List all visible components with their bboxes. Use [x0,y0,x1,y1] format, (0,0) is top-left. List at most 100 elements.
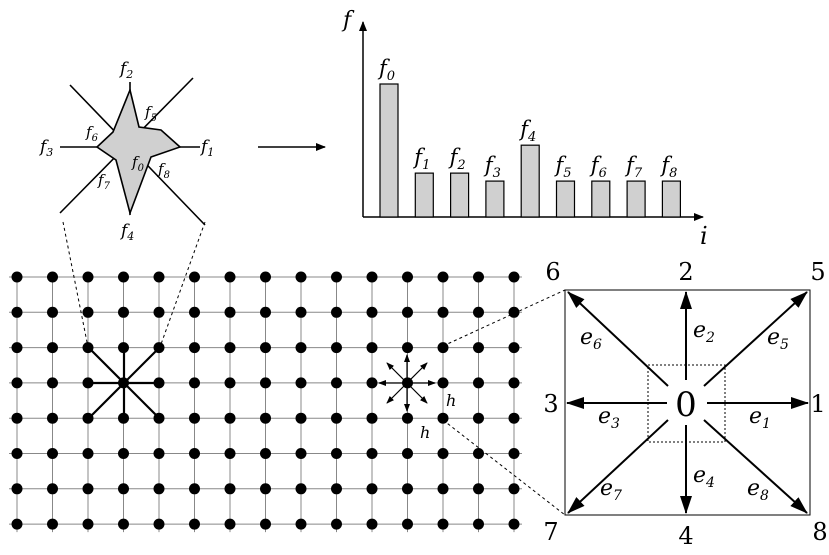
grid-node [118,342,129,354]
star-polygon [95,87,182,216]
star-label-f2: f2 [118,59,133,81]
grid-node [189,271,200,283]
grid-node [437,412,449,424]
star-label-f1: f1 [199,137,214,159]
grid-node [260,483,271,495]
bar-label-f4: f4 [518,117,536,145]
grid-node [295,342,307,354]
grid-node [437,377,449,389]
star-label-f4: f4 [119,221,134,243]
cell-node-2: 2 [678,258,693,286]
star-label-f8: f8 [157,160,170,181]
grid-node [366,518,378,530]
grid-node [47,448,58,459]
bar-label-f2: f2 [448,145,466,173]
grid-node [153,518,165,530]
grid-node [260,518,271,530]
bar-label-f8: f8 [659,153,677,181]
grid-node [82,483,94,495]
grid-node [295,306,307,318]
grid-node [47,342,58,354]
grid-node [224,518,236,530]
grid-node [224,448,236,459]
grid-node [366,377,378,389]
grid-node [331,306,342,318]
star-label-f3: f3 [38,137,53,159]
grid-node [189,448,200,459]
zoom-line-right-2 [442,419,566,516]
grid-node [473,448,484,459]
cell-vector-e8: e8 [747,476,769,504]
cell-node-6: 6 [545,258,560,286]
cell-node-3: 3 [543,390,558,418]
grid-node [11,342,23,354]
grid-node [402,448,413,459]
grid-node [153,483,165,495]
cell-center-label: 0 [675,385,697,425]
grid-node [331,271,342,283]
cell-arrow-e5 [703,291,808,387]
zoom-line-left-2 [159,221,206,348]
grid-node [473,271,484,283]
grid-velocity-arrows: h h [378,354,456,442]
grid-node [47,518,58,530]
grid-node [402,271,413,283]
grid-node [331,342,342,354]
grid-node [11,377,23,389]
star-label-f6: f6 [85,123,99,144]
grid-node [11,518,23,530]
grid-node [189,518,200,530]
grid-spacing-h-horizontal: h [446,391,456,410]
grid-node [437,483,449,495]
grid-node [118,412,129,424]
cell-vector-e6: e6 [580,325,602,353]
cell-arrow-e6 [567,291,669,387]
cell-node-4: 4 [678,522,693,550]
bar-f1 [414,172,434,218]
grid-node [508,448,520,459]
zoom-line-right-1 [442,289,566,347]
grid-node [331,448,342,459]
grid-node [402,342,413,354]
grid-node [331,412,342,424]
grid-node [437,448,449,459]
grid-node [47,412,58,424]
grid-node [224,342,236,354]
grid-node [47,377,58,389]
grid-arrow-e6 [386,362,408,384]
chart-x-axis-label: i [700,222,708,250]
grid-node [366,306,378,318]
cell-vector-e2: e2 [693,318,715,346]
grid-node [366,342,378,354]
grid-node [295,483,307,495]
star-diagram: f2 f1 f3 f4 f5 f6 f7 f8 f0 [38,59,214,243]
grid-node [508,377,520,389]
grid-node [260,342,271,354]
cell-box [564,289,811,516]
bar-label-f7: f7 [624,153,643,181]
grid-node [11,271,23,283]
grid-node [118,306,129,318]
grid-node [11,448,23,459]
grid-node [189,412,200,424]
grid-node [402,518,413,530]
grid-node [11,306,23,318]
grid-node [224,412,236,424]
grid-node [295,271,307,283]
star-label-f7: f7 [97,171,111,192]
grid-node [331,483,342,495]
grid-node [118,448,129,459]
cell-node-5: 5 [810,258,825,286]
grid-arrow-e7 [386,382,408,404]
grid-node [508,271,520,283]
grid-node [473,306,484,318]
lattice-grid [9,271,522,533]
star-label-f5: f5 [144,103,157,124]
bar-f2 [450,172,470,218]
cell-vector-e5: e5 [767,325,789,353]
chart-bars [379,83,682,218]
grid-node [508,342,520,354]
grid-node [189,483,200,495]
